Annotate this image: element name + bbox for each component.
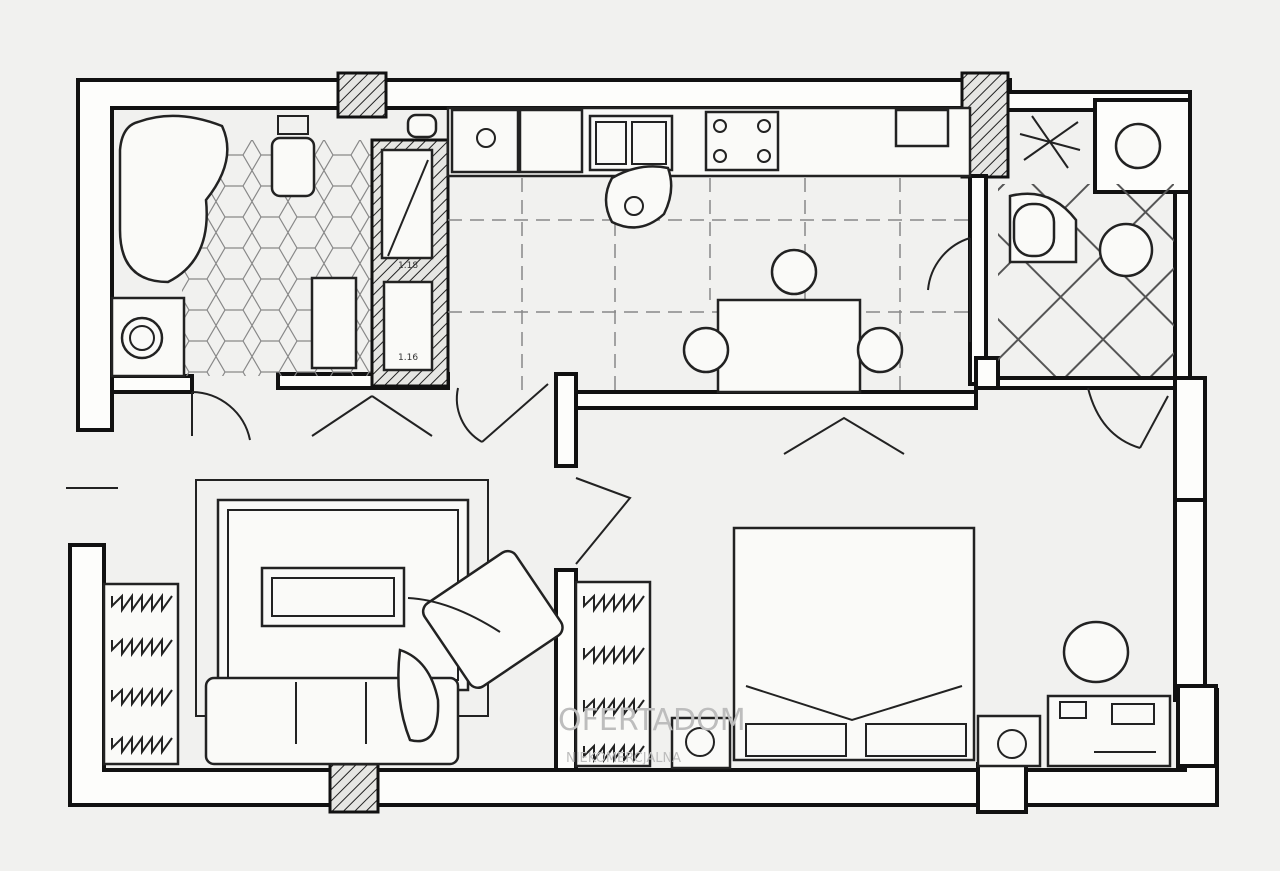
sink-left bbox=[310, 276, 358, 370]
armchair bbox=[421, 549, 564, 690]
dining-table bbox=[716, 298, 862, 394]
radiator-pattern bbox=[111, 592, 645, 764]
closet-label-1: 1.18 bbox=[398, 261, 418, 271]
washing-machine-drum bbox=[120, 316, 164, 360]
living-room bbox=[66, 395, 652, 768]
bathroom-right bbox=[998, 115, 1174, 449]
basin-right bbox=[1098, 222, 1154, 278]
nightstand-left bbox=[670, 716, 732, 770]
chair-left bbox=[682, 326, 730, 374]
desk bbox=[1046, 694, 1172, 768]
radiator-left bbox=[102, 582, 180, 766]
chair-top bbox=[770, 248, 818, 296]
stove bbox=[704, 110, 780, 172]
closet-hatched: 1.18 1.16 bbox=[370, 138, 450, 388]
toilet bbox=[270, 136, 316, 198]
door-swing-bathroom bbox=[191, 391, 251, 441]
bathroom-left bbox=[110, 113, 438, 441]
kitchen bbox=[446, 106, 972, 443]
bed bbox=[732, 526, 976, 762]
desk-chair bbox=[1062, 620, 1130, 684]
person-at-sink bbox=[604, 165, 673, 229]
coffee-table bbox=[260, 566, 406, 628]
watermark-subtext: NIEKOMERCJALNA bbox=[566, 751, 681, 766]
watermark: OFERTADOM NIEKOMERCJALNA bbox=[558, 703, 746, 766]
bedroom bbox=[670, 416, 1172, 770]
closet-label-2: 1.16 bbox=[398, 353, 418, 363]
watermark-text: OFERTADOM bbox=[558, 703, 746, 738]
interior-walls bbox=[110, 98, 1192, 772]
bathtub bbox=[118, 114, 229, 284]
dishwasher bbox=[518, 108, 584, 174]
fridge bbox=[450, 108, 520, 174]
columns bbox=[328, 71, 1218, 814]
sofa bbox=[204, 676, 460, 766]
toilet-right bbox=[1012, 202, 1056, 258]
person-lounging bbox=[397, 648, 440, 743]
chair-right bbox=[856, 326, 904, 374]
